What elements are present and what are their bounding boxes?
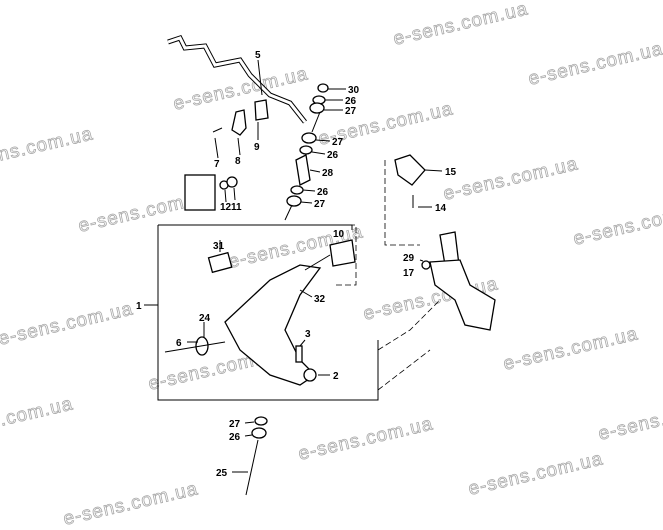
callout-9: 9 (254, 142, 260, 153)
callout-6: 6 (176, 338, 182, 349)
watermark: e-sens.com.ua (501, 323, 640, 374)
callout-24: 24 (199, 313, 211, 324)
callout-26c: 26 (317, 187, 329, 198)
stabilizer-link-parts (284, 83, 329, 221)
ball-joint (303, 368, 317, 382)
callout-27d: 27 (229, 419, 241, 430)
watermark: e-sens.com.ua (466, 448, 605, 499)
upper-bracket (394, 154, 426, 186)
callout-26d: 26 (229, 432, 241, 443)
watermark: e-sens.com.ua (0, 298, 135, 349)
callout-25: 25 (216, 468, 228, 479)
watermark: e-sens.com.ua (0, 393, 75, 444)
callout-12: 12 (220, 202, 232, 213)
watermark: e-sens.com.ua (391, 0, 530, 50)
callout-15: 15 (445, 167, 457, 178)
callout-2: 2 (333, 371, 339, 382)
rear-bushing (329, 239, 356, 267)
callout-27b: 27 (332, 137, 344, 148)
callout-26b: 26 (327, 150, 339, 161)
callout-32: 32 (314, 294, 326, 305)
callout-labels: 5 30 26 27 7 8 9 27 26 28 26 27 12 11 15… (136, 50, 457, 479)
watermark: e-sens.com.ua (296, 413, 435, 464)
bushing (254, 99, 269, 121)
watermark: e-sens.com.ua (0, 123, 95, 174)
callout-26: 26 (345, 96, 357, 107)
leader-lines (144, 59, 443, 473)
callout-7: 7 (214, 159, 220, 170)
watermark: e-sens.com.ua (571, 198, 663, 249)
callout-11: 11 (231, 202, 242, 213)
callout-30: 30 (348, 85, 360, 96)
callout-1: 1 (136, 301, 142, 312)
watermark: e-sens.com.ua (61, 478, 200, 529)
callout-17: 17 (403, 268, 415, 279)
callout-3: 3 (305, 329, 311, 340)
callout-29: 29 (403, 253, 415, 264)
bracket (184, 174, 216, 211)
steering-knuckle (429, 259, 496, 331)
callout-27c: 27 (314, 199, 326, 210)
callout-10: 10 (333, 229, 345, 240)
front-bushing (207, 251, 233, 274)
watermark: e-sens.com.ua (596, 393, 663, 444)
callout-31: 31 (213, 241, 225, 252)
watermark: e-sens.com.ua (441, 153, 580, 204)
clamp (231, 109, 247, 136)
callout-27: 27 (345, 106, 357, 117)
watermark: e-sens.com.ua (171, 63, 310, 114)
callout-5: 5 (255, 50, 261, 61)
callout-8: 8 (235, 156, 241, 167)
callout-28: 28 (322, 168, 334, 179)
callout-14: 14 (435, 203, 447, 214)
watermark: e-sens.com.ua (526, 38, 663, 89)
